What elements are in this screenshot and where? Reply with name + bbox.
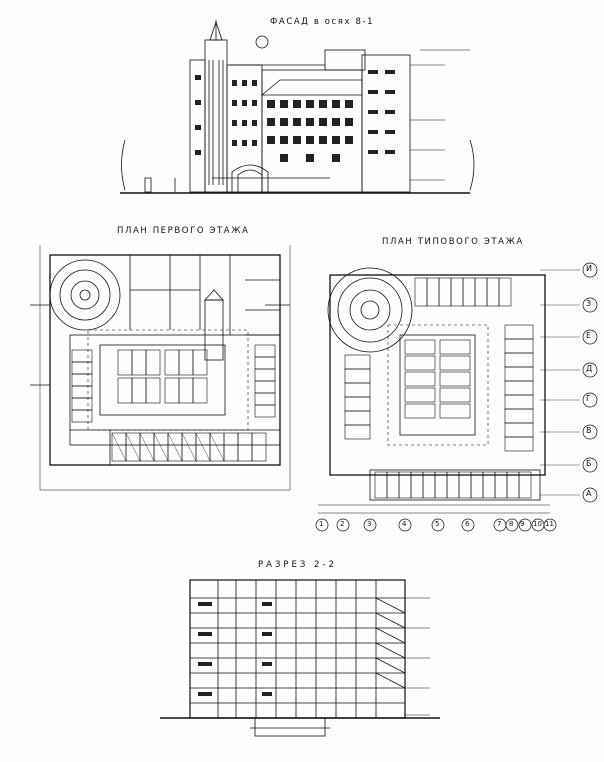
row-axis-label: Б [586, 459, 592, 468]
column-axis-label: 9 [520, 520, 525, 528]
column-axis-label: 3 [367, 520, 372, 528]
column-axis-label: 2 [340, 520, 345, 528]
column-axis-label: 8 [509, 520, 514, 528]
row-axis-label: А [586, 489, 592, 498]
column-axis-label: 7 [497, 520, 502, 528]
row-axis-label: Е [586, 331, 592, 340]
column-axis-label: 6 [465, 520, 470, 528]
row-axis-label: Д [586, 364, 593, 373]
column-axis-label: 4 [402, 520, 407, 528]
first-floor-plan-title: ПЛАН ПЕРВОГО ЭТАЖА [117, 226, 250, 236]
row-axis-label: Г [586, 394, 591, 403]
facade-title: ФАСАД в осях 8-1 [270, 17, 375, 27]
column-axis-label: 5 [435, 520, 440, 528]
section-title: РАЗРЕЗ 2-2 [258, 560, 337, 570]
typical-floor-plan-title: ПЛАН ТИПОВОГО ЭТАЖА [382, 237, 524, 247]
column-axis-label: 10 [533, 520, 542, 528]
row-axis-label: И [586, 264, 592, 273]
row-axis-label: З [586, 299, 592, 308]
row-axis-label: В [586, 426, 592, 435]
column-axis-label: 1 [319, 520, 324, 528]
column-axis-label: 11 [545, 520, 554, 528]
